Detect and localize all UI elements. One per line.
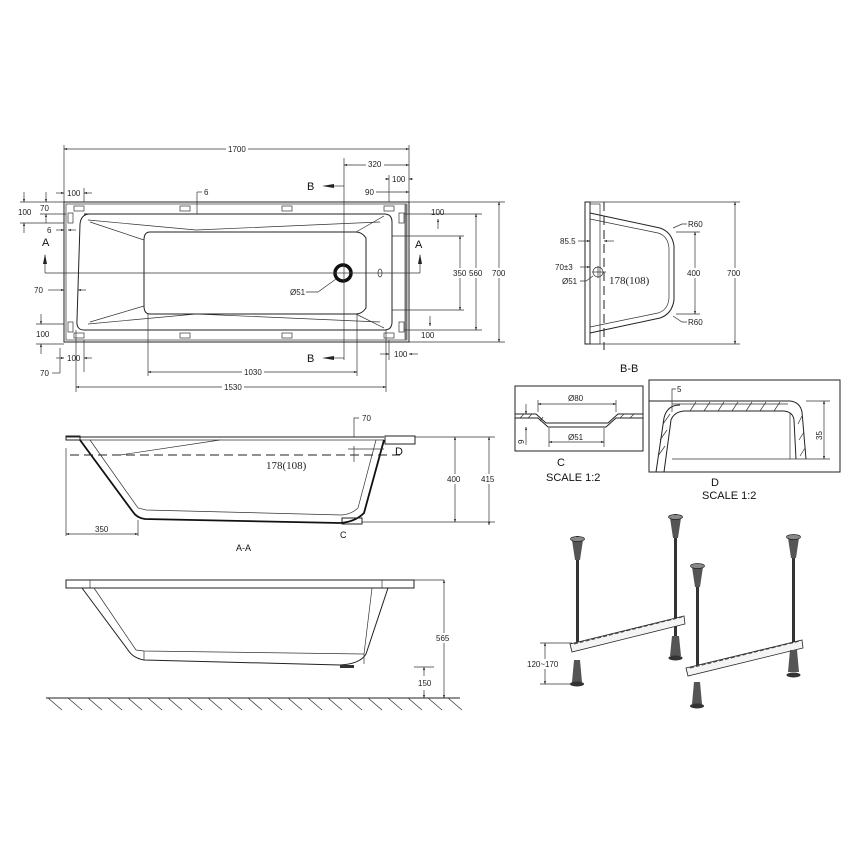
detail-d: 35 5 D SCALE 1:2: [648, 379, 841, 502]
side-elevation: 565 150: [46, 579, 463, 711]
d-height: 35: [815, 431, 824, 440]
aa-slope-350: 350: [95, 525, 109, 534]
dim-bottom-right-100: 100: [394, 350, 408, 359]
bb-dim-85-5: 85.5: [560, 237, 576, 246]
dim-rim-right-inner: 90: [365, 188, 374, 197]
section-bb-title: B-B: [620, 363, 638, 375]
bb-floor-width: 400: [687, 269, 701, 278]
dim-right-100-top: 100: [431, 208, 445, 217]
d-thickness: 5: [677, 385, 682, 394]
dim-left-6: 6: [47, 226, 52, 235]
drain-diameter-label: Ø51: [290, 288, 306, 297]
aa-depth-400: 400: [447, 475, 461, 484]
bb-radius-top: R60: [688, 220, 703, 229]
c-inner-diameter: Ø51: [568, 433, 584, 442]
elevation-height-565: 565: [436, 634, 450, 643]
floor-hatch: [47, 697, 463, 711]
detail-c-scale: SCALE 1:2: [546, 472, 600, 484]
section-a-right-label: A: [415, 239, 423, 251]
dim-wall-thickness-top: 6: [204, 188, 209, 197]
c-depth: 9: [517, 439, 526, 444]
aa-detail-d-ref: D: [395, 446, 403, 458]
section-bb: 700 400 R60 R60 85.5 70±3 Ø51 178(108) B…: [555, 201, 743, 375]
rim-detail-d: [384, 435, 416, 445]
bb-drain-diameter: Ø51: [562, 277, 578, 286]
dim-overall-length: 1700: [228, 145, 246, 154]
dim-width-560: 560: [469, 269, 483, 278]
dim-width-700: 700: [492, 269, 506, 278]
section-b-top-label: B: [307, 181, 314, 193]
drain-detail-c: [341, 517, 363, 525]
aa-rim-70: 70: [362, 414, 371, 423]
dim-bottom-left-70: 70: [40, 369, 49, 378]
elevation-floor-clearance: 150: [418, 679, 432, 688]
section-aa: 178(108) 70 D C 400 415 350 A-A: [65, 414, 497, 553]
leg-frame-front: [569, 514, 686, 687]
detail-c: Ø80 Ø51 9 C SCALE 1:2: [514, 385, 644, 484]
aa-overflow-label: 178(108): [266, 460, 307, 472]
dim-right-100-bottom: 100: [421, 331, 435, 340]
dim-inner-floor-length: 1030: [244, 368, 262, 377]
dim-left-100: 100: [18, 208, 32, 217]
bb-overall-width: 700: [727, 269, 741, 278]
dim-left-70: 70: [40, 204, 49, 213]
c-outer-diameter: Ø80: [568, 394, 584, 403]
detail-d-label: D: [711, 477, 719, 489]
aa-detail-c-ref: C: [340, 530, 347, 540]
dim-inner-length: 1530: [224, 383, 242, 392]
detail-d-scale: SCALE 1:2: [702, 490, 756, 502]
top-view: A A B B 1700 320 100 90 100: [18, 144, 508, 392]
bb-dim-70-3: 70±3: [555, 263, 573, 272]
dim-width-350: 350: [453, 269, 467, 278]
leg-adjust-range: 120~170: [527, 660, 559, 669]
section-b-bottom-label: B: [307, 353, 314, 365]
dim-bottom-left-100: 100: [67, 354, 81, 363]
dim-rim-right: 100: [392, 175, 406, 184]
top-view-outer-rim: [63, 201, 410, 343]
dim-left-70-mid: 70: [34, 286, 43, 295]
aa-depth-415: 415: [481, 475, 495, 484]
basin-outline: [76, 213, 393, 331]
detail-c-label: C: [557, 457, 565, 469]
bb-overflow-label: 178(108): [609, 275, 650, 287]
leg-frame-back: [685, 534, 804, 709]
bb-radius-bottom: R60: [688, 318, 703, 327]
dim-left-bottom-100: 100: [36, 330, 50, 339]
section-aa-title: A-A: [236, 543, 251, 553]
section-a-left-label: A: [42, 237, 50, 249]
dim-rim-left-top: 100: [67, 189, 81, 198]
dim-drain-offset: 320: [368, 160, 382, 169]
leg-frames: 120~170: [527, 514, 804, 709]
